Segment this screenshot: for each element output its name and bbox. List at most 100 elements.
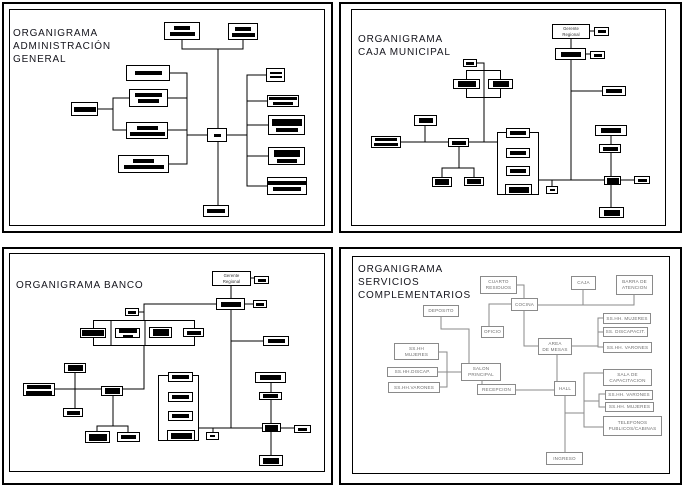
org-node xyxy=(168,372,193,382)
node-sshh-varones-lower: SS.HH. VARONES xyxy=(605,390,653,400)
connectors-caja-municipal xyxy=(400,30,635,208)
org-node xyxy=(604,176,621,185)
node-sshh-varones-right: SS.HH. VARONES xyxy=(603,342,652,353)
node-ss-discapacit: SS. DISCAPACIT. xyxy=(603,327,648,337)
org-node xyxy=(555,48,586,60)
org-node xyxy=(126,65,170,81)
org-node xyxy=(64,363,86,373)
node-caja: CAJA xyxy=(571,276,596,290)
org-node xyxy=(448,138,469,147)
frame-caja-municipal xyxy=(351,9,666,226)
org-node xyxy=(432,177,452,187)
org-node xyxy=(594,27,609,36)
panel-title-servicios: ORGANIGRAMA SERVICIOS COMPLEMENTARIOS xyxy=(358,264,471,301)
org-node xyxy=(590,51,605,59)
org-node xyxy=(254,276,269,284)
connectors-banco xyxy=(54,277,295,456)
node-sala-capacitacion: SALA DE CAPACITACION xyxy=(603,369,652,386)
node-recepcion: RECEPCION xyxy=(477,384,516,395)
org-node xyxy=(206,432,219,440)
node-sshh-mujeres-left: SS.HH MUJERES xyxy=(394,343,439,360)
org-node xyxy=(115,328,140,338)
org-node xyxy=(546,186,558,194)
org-node xyxy=(203,205,229,217)
node-sshh-discap-left: SS.HH.DISCAP. xyxy=(387,367,438,377)
connectors-servicios xyxy=(437,284,635,453)
org-node xyxy=(262,423,281,432)
org-node xyxy=(464,177,484,186)
connectors-admin-general xyxy=(97,39,269,206)
org-node xyxy=(453,79,480,89)
org-node xyxy=(268,115,305,135)
gerente-regional-node: Gerente Regional xyxy=(212,271,251,286)
gerente-regional-node: Gerente Regional xyxy=(552,24,590,39)
sheet-caja-municipal xyxy=(339,2,682,233)
org-node xyxy=(101,386,123,396)
node-cuarto-residuos: CUARTO RESIDUOS xyxy=(480,276,517,294)
org-node xyxy=(71,102,98,116)
org-node xyxy=(126,122,168,139)
org-node xyxy=(599,144,621,153)
org-node xyxy=(506,148,530,158)
org-node xyxy=(599,207,624,218)
org-node xyxy=(268,147,305,165)
node-sshh-mujeres-right: SS.HH. MUJERES xyxy=(603,313,651,324)
org-node xyxy=(168,411,193,421)
org-node xyxy=(253,300,267,308)
org-node xyxy=(85,431,110,443)
node-cocina: COCINA xyxy=(511,298,538,311)
node-area-mesas: AREA DE MESAS xyxy=(538,338,572,355)
org-node xyxy=(505,184,532,195)
org-node xyxy=(125,308,139,316)
org-node xyxy=(463,59,477,67)
org-node xyxy=(266,68,285,82)
node-salon-principal: SALON PRINCIPAL xyxy=(461,363,501,381)
org-node xyxy=(129,89,168,107)
org-node xyxy=(164,22,200,40)
org-node xyxy=(595,125,627,136)
org-node xyxy=(255,372,286,383)
org-node xyxy=(183,328,204,337)
frame-admin-general xyxy=(9,9,325,226)
org-node xyxy=(488,79,513,89)
org-node xyxy=(602,86,626,96)
panel-title-banco: ORGANIGRAMA BANCO xyxy=(16,280,144,291)
frame-servicios xyxy=(352,256,670,474)
node-oficio: OFICIO xyxy=(481,326,504,338)
org-node-center xyxy=(207,128,227,142)
org-node xyxy=(634,176,650,184)
org-node xyxy=(506,166,530,176)
org-node xyxy=(263,336,289,346)
node-sshh-varones-left: SS.HH.VARONES xyxy=(388,382,440,393)
org-node xyxy=(80,328,106,338)
org-node xyxy=(118,155,169,173)
panel-title-caja-municipal: ORGANIGRAMA CAJA MUNICIPAL xyxy=(358,34,451,58)
org-node xyxy=(414,115,437,126)
panel-title-admin-general: ORGANIGRAMA ADMINISTRACIÓN GENERAL xyxy=(13,28,111,65)
frame-banco xyxy=(9,253,325,472)
org-node xyxy=(259,392,282,400)
sheet-servicios xyxy=(339,247,682,485)
org-node xyxy=(267,95,299,107)
org-node xyxy=(267,177,307,195)
node-sshh-mujeres-lower: SS.HH. MUJERES xyxy=(605,402,654,412)
node-hall: HALL xyxy=(554,381,576,396)
org-node xyxy=(23,383,55,396)
org-node xyxy=(63,408,83,417)
org-node xyxy=(149,327,172,338)
node-ingreso: INGRESO xyxy=(546,452,583,465)
org-node xyxy=(259,455,283,466)
node-telefonos: TELEFONOS PUBLICOS/CABINAS xyxy=(603,416,662,436)
org-node xyxy=(294,425,311,433)
node-deposito: DEPOSITO xyxy=(423,305,459,317)
sheet-admin-general xyxy=(2,2,333,233)
org-node xyxy=(168,392,193,402)
org-node xyxy=(167,430,195,441)
org-group-box xyxy=(93,320,195,346)
node-barra-atencion: BARRA DE ATENCION xyxy=(616,275,653,295)
org-node xyxy=(228,23,258,40)
sheet-banco xyxy=(2,247,333,485)
gerente-regional-label: Gerente Regional xyxy=(562,26,580,37)
